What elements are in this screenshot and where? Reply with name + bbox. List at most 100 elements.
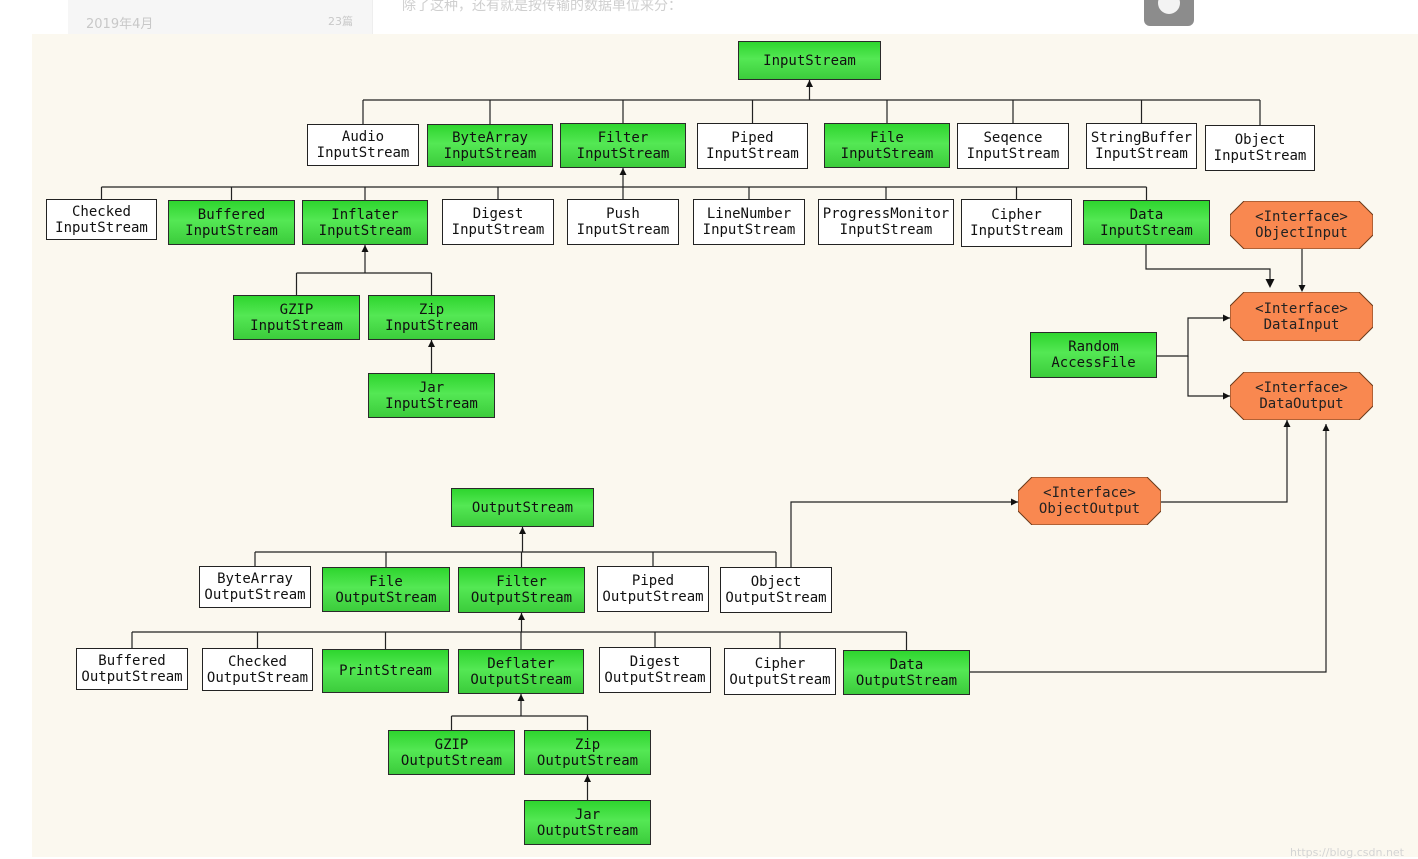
interface-octagon-shape [1230,201,1373,249]
class-node-label-line: LineNumber [706,206,792,222]
class-node-label-line: InputStream [316,145,410,161]
class-node-printstream: PrintStream [322,649,449,693]
archive-date[interactable]: 2019年4月 [86,17,154,32]
class-node-label-line: Digest [629,654,681,670]
class-node-label-line: Deflater [487,655,555,672]
class-node-label-line: Digest [472,206,524,222]
class-node-label-line: InputStream [840,145,934,162]
extends-arrowhead [1298,285,1306,292]
sidebar-archive-card[interactable] [68,0,373,34]
implements-arrowhead [1011,498,1018,506]
inheritance-arrowhead [806,80,813,87]
implements-connector-line [1145,245,1271,286]
class-node-label-line: Cipher [754,655,806,672]
class-node-label-line: Push [606,206,640,222]
interface-label-line: <Interface> [1255,209,1348,225]
class-node-label-line: File [870,129,904,146]
class-node-label-line: GZIP [434,736,469,753]
implements-connector-line [1187,356,1230,397]
implements-connector-line [1157,317,1230,357]
class-node-label-line: InputStream [185,222,278,239]
interface-label-line: <Interface> [1255,300,1348,317]
extends-arrowhead [1283,420,1291,427]
class-node-label-line: OutputStream [536,752,639,769]
class-node-label-line: Zip [418,301,445,318]
article-text-snippet: 除了这种，还有就是按传输的数据单位来分： [402,0,682,14]
class-node-label-line: OutputStream [471,499,574,516]
browser-page-top: 2019年4月 23篇 除了这种，还有就是按传输的数据单位来分： [0,0,1418,34]
class-node-label-line: GZIP [279,301,314,318]
class-node-label-line: OutputStream [470,590,573,606]
class-node-label-line: File [369,573,403,590]
class-node-label-line: InputStream [55,219,148,236]
interface-label-line: DataOutput [1259,396,1344,412]
class-node-label-line: InputStream [250,317,343,334]
implements-connector-line [790,501,1018,567]
implements-arrowhead [1265,279,1275,288]
class-node-label-line: InputStream [443,145,537,162]
class-node-label-line: Audio [341,129,385,145]
class-node-label-line: InputStream [576,222,670,238]
class-node-label-line: Jar [574,806,601,823]
class-node-label-line: Zip [574,736,601,753]
interface-octagon-shape [1230,372,1373,420]
class-node-label-line: Buffered [197,206,266,223]
class-node-label-line: InputStream [451,222,545,238]
class-node-label-line: Inflater [331,206,399,223]
interface-node-dataoutput: <Interface>DataOutput [1230,372,1373,420]
class-node-label-line: Checked [71,203,131,220]
class-node-label-line: Cipher [991,207,1042,223]
class-node-label-line: Piped [631,573,675,589]
class-node-label-line: Seqence [983,130,1043,146]
interface-octagon-shape [1018,477,1161,525]
class-node-label-line: Jar [418,379,445,396]
inheritance-arrowhead [428,340,435,347]
class-node-label-line: Buffered [98,653,166,669]
class-node-label-line: Filter [496,574,547,590]
extends-connector-line [1161,420,1288,503]
user-icon [1158,0,1180,14]
class-node-inputstream: InputStream [738,41,881,80]
class-node-label-line: Data [1129,206,1164,223]
class-node-label-line: OutputStream [729,671,831,688]
class-node-label-line: OutputStream [400,752,503,769]
class-node-label-line: InputStream [1213,148,1307,164]
floating-user-button[interactable] [1144,0,1194,26]
class-node-label-line: ProgressMonitor [822,206,950,222]
class-node-label-line: OutputStream [204,587,306,603]
class-node-label-line: Object [750,574,802,590]
class-node-label-line: ByteArray [217,571,293,587]
implements-arrowhead [1223,314,1230,322]
class-node-label-line: Random [1068,339,1119,355]
class-node-label-line: InputStream [1095,146,1188,162]
interface-label-line: <Interface> [1255,380,1348,396]
class-node-label-line: InputStream [706,146,799,162]
class-node-label-line: OutputStream [604,670,706,686]
inheritance-arrowhead [361,245,369,252]
class-node-label-line: PrintStream [339,663,432,679]
interface-octagon-shape [1230,292,1373,341]
class-node-label-line: OutputStream [602,589,704,605]
class-node-label-line: Object [1234,132,1286,148]
interface-node-objectinput: <Interface>ObjectInput [1230,201,1373,249]
watermark: https://blog.csdn.net [1290,846,1404,859]
